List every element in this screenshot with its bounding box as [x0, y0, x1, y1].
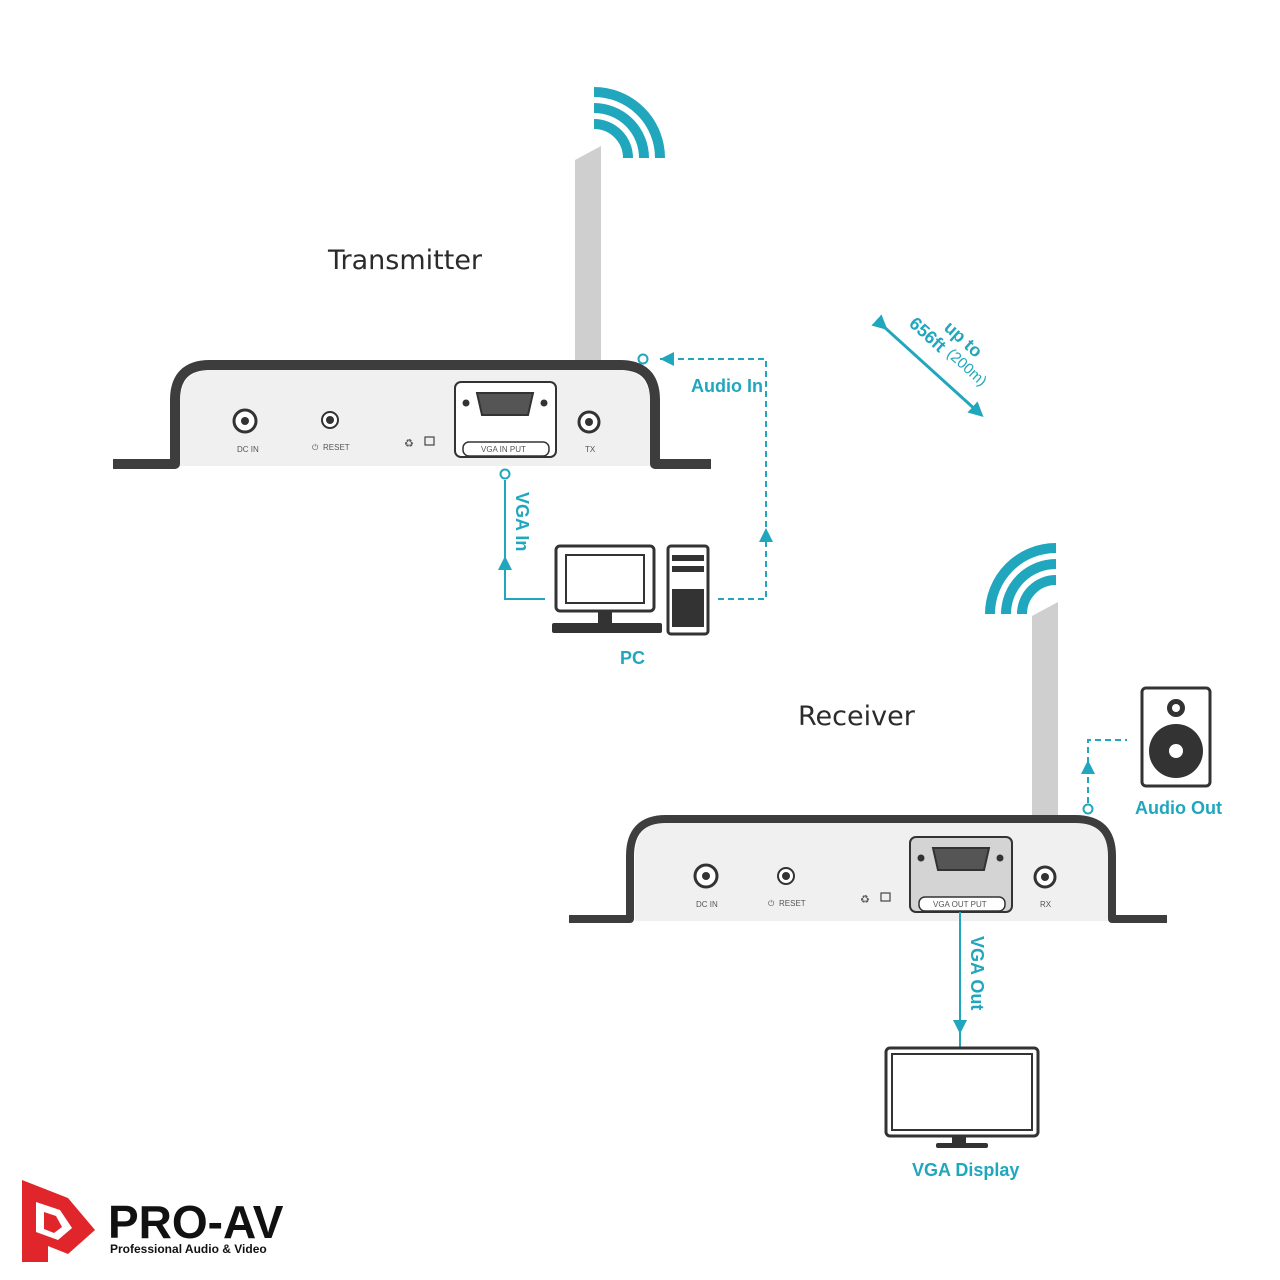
sync-icon: ♻ [404, 438, 414, 450]
monitor-status-icon [880, 892, 891, 902]
vga-out-port-label: VGA OUT PUT [933, 900, 987, 909]
receiver-rx-connector[interactable]: RX [1033, 865, 1057, 909]
pc-icon [552, 544, 710, 636]
wireless-range-indicator: up to 656ft (200m) [871, 313, 990, 418]
transmitter-dc-in-port[interactable]: DC IN [232, 408, 259, 454]
receiver-reset-button[interactable]: ⏻ RESET [768, 867, 806, 908]
vga-out-connection [953, 912, 967, 1048]
audio-in-connection [637, 352, 773, 600]
transmitter-title: Transmitter [327, 245, 483, 276]
audio-out-label: Audio Out [1135, 798, 1222, 818]
tx-label: TX [585, 445, 596, 454]
vga-display-label: VGA Display [912, 1160, 1019, 1180]
audio-in-label: Audio In [691, 376, 763, 396]
reset-label: RESET [779, 899, 806, 908]
wifi-signal-icon [985, 543, 1057, 615]
dc-in-label: DC IN [696, 900, 718, 909]
pc-label: PC [620, 648, 645, 668]
sync-icon: ♻ [860, 894, 870, 906]
audio-out-connection [1081, 739, 1127, 815]
rx-label: RX [1040, 900, 1052, 909]
range-ft-label: 656ft [905, 313, 950, 356]
vga-in-port-label: VGA IN PUT [481, 445, 526, 454]
logo-name: PRO-AV [108, 1196, 284, 1248]
dc-in-label: DC IN [237, 445, 259, 454]
monitor-status-icon [424, 436, 435, 446]
vga-in-connection [498, 468, 545, 600]
vga-in-label: VGA In [512, 492, 532, 551]
receiver-vga-out-port[interactable]: VGA OUT PUT [909, 836, 1013, 913]
receiver-antenna [1032, 602, 1058, 880]
power-icon: ⏻ [312, 443, 319, 452]
receiver-group: Receiver DC IN ⏻ RESET ♻ [569, 543, 1167, 923]
logo-tagline: Professional Audio & Video [110, 1242, 267, 1256]
display-icon [884, 1046, 1040, 1148]
wifi-signal-icon [593, 87, 665, 159]
transmitter-vga-in-port[interactable]: VGA IN PUT [454, 381, 557, 458]
reset-label: RESET [323, 443, 350, 452]
transmitter-antenna [575, 146, 601, 425]
receiver-dc-in-port[interactable]: DC IN [693, 863, 719, 909]
power-icon: ⏻ [768, 899, 775, 908]
pro-av-logo: PRO-AV Professional Audio & Video [22, 1180, 284, 1262]
transmitter-reset-button[interactable]: ⏻ RESET [312, 411, 350, 452]
vga-out-label: VGA Out [967, 936, 987, 1010]
speaker-icon [1140, 686, 1212, 788]
transmitter-group: Transmitter DC IN ⏻ RESET ♻ [113, 87, 711, 469]
transmitter-tx-connector[interactable]: TX [577, 410, 601, 454]
receiver-title: Receiver [798, 701, 916, 732]
receiver-outline [569, 815, 1167, 923]
